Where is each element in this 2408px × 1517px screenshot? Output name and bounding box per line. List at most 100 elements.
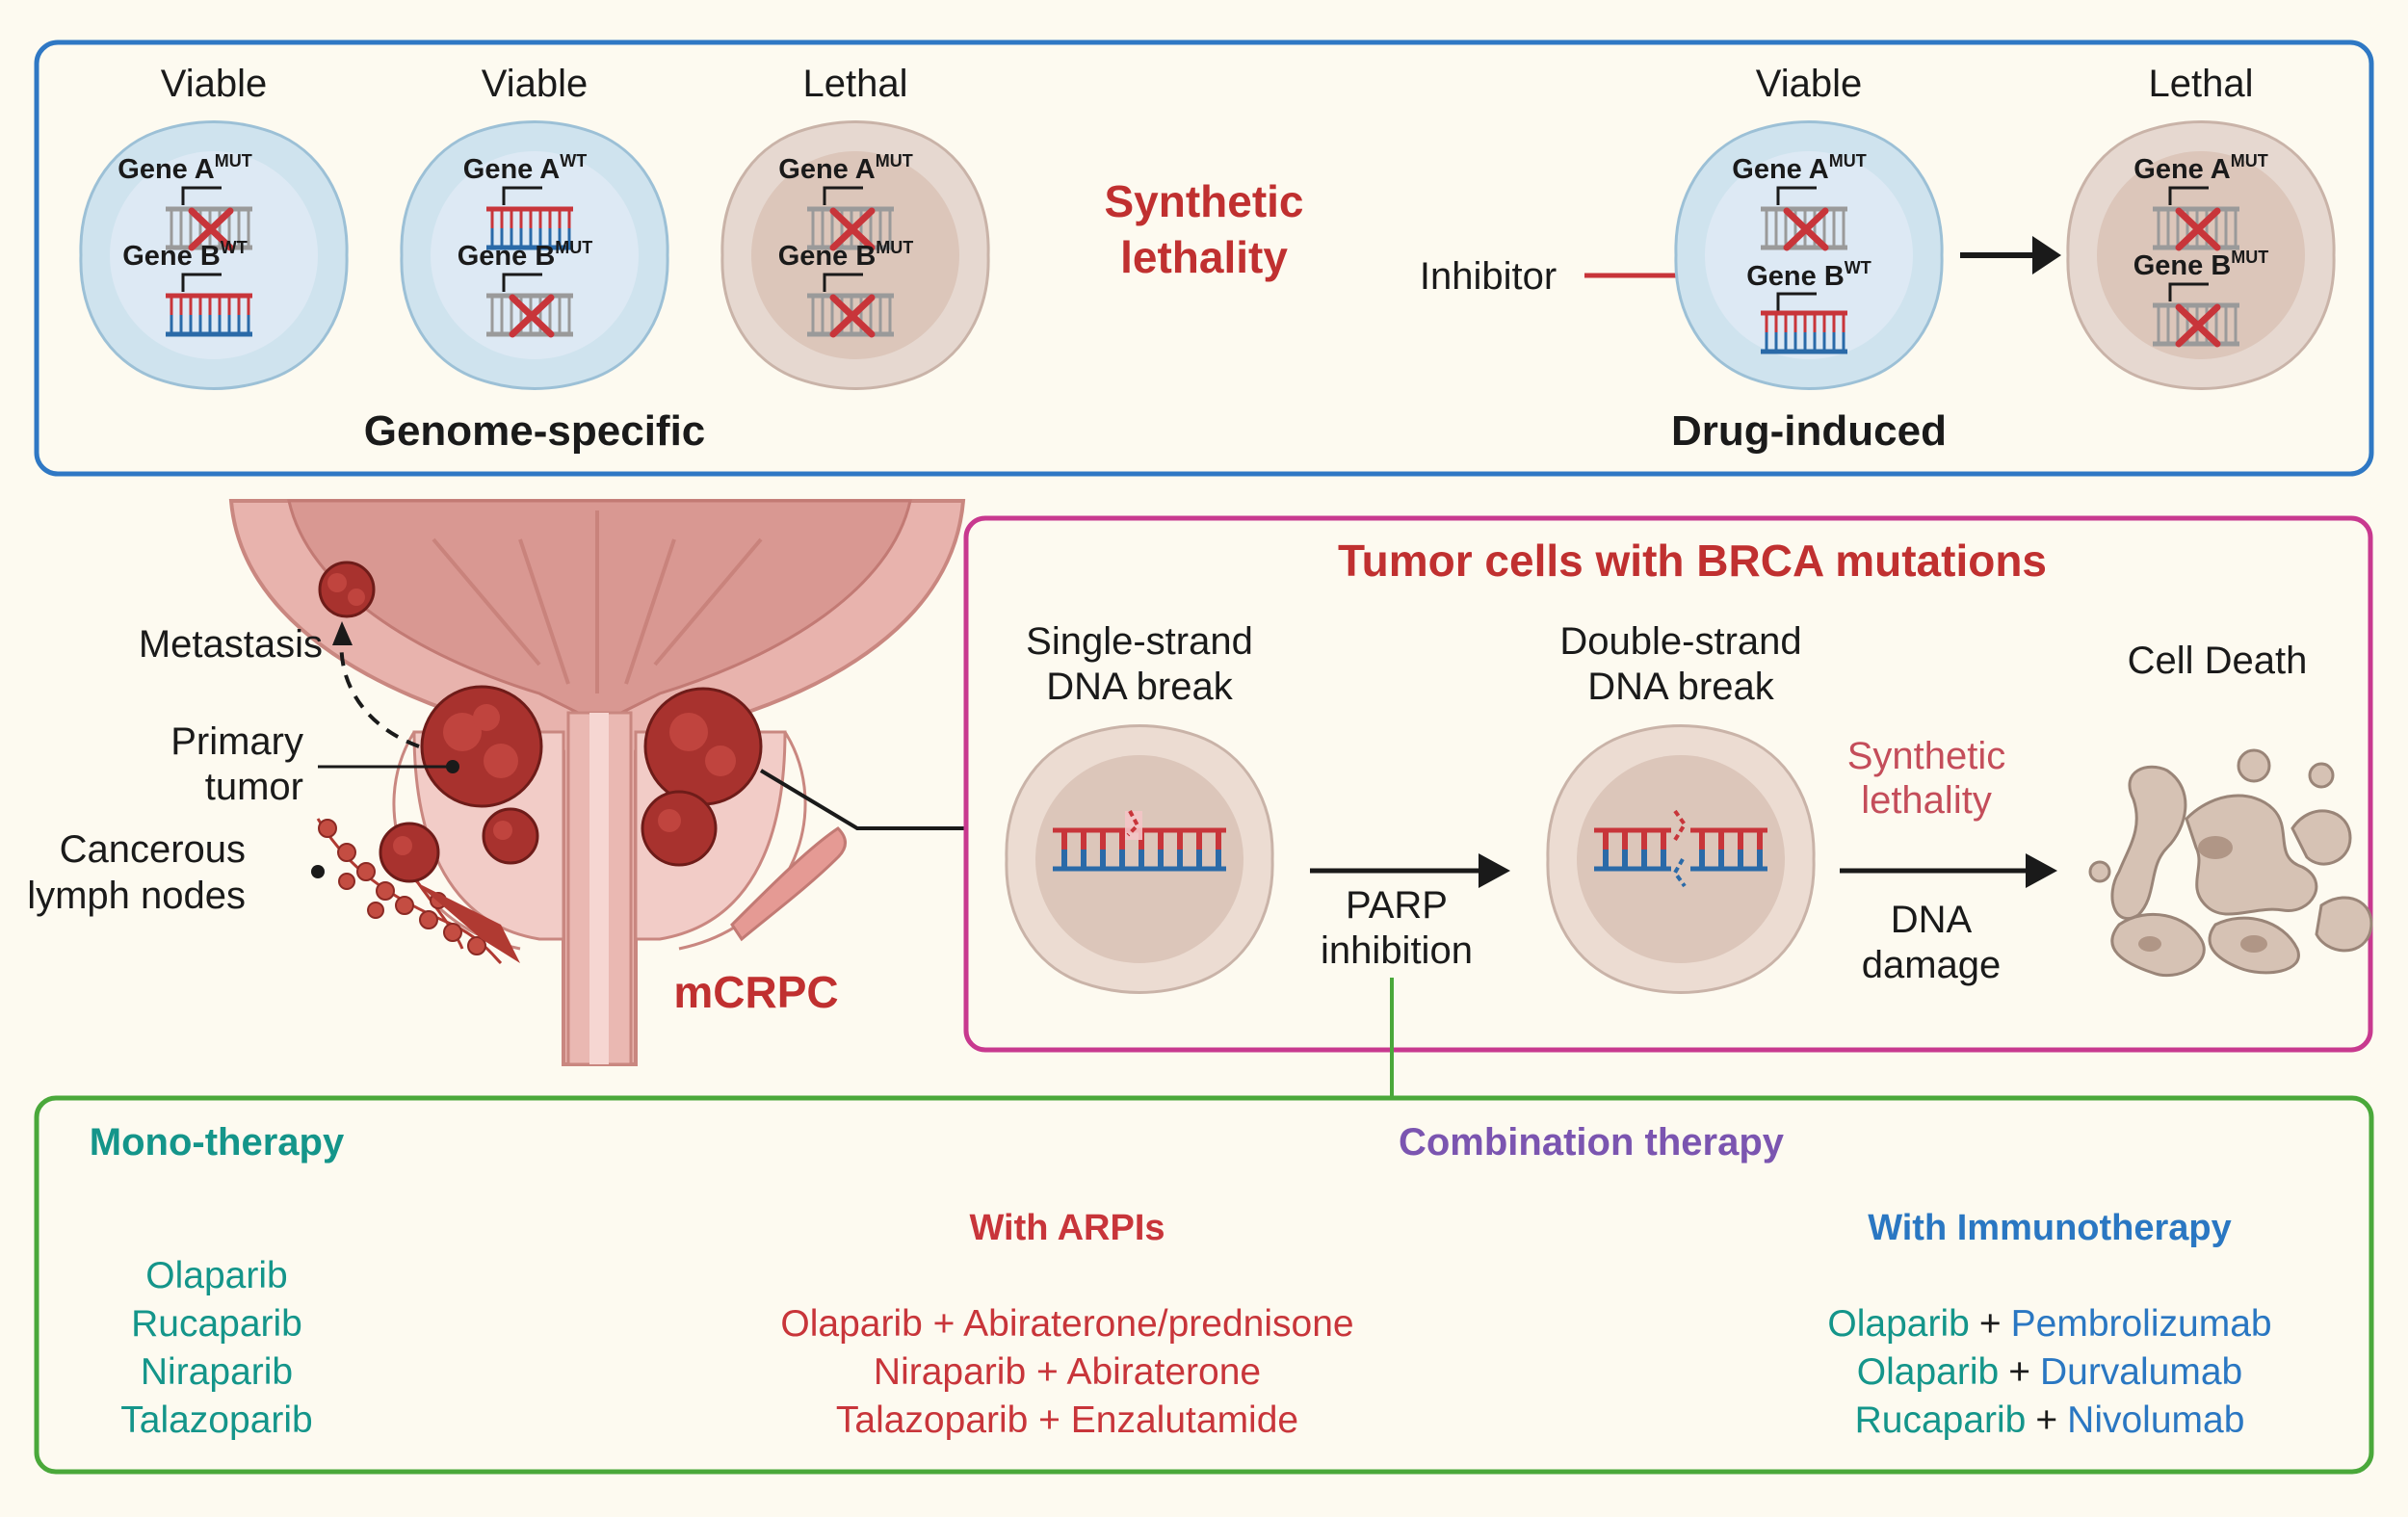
dna-damage-label-1: DNA [1891,899,1973,941]
dna-damage-arrowhead [2026,853,2057,888]
arpi-title: With ARPIs [969,1208,1165,1248]
mono-drug-1: Olaparib [145,1255,287,1296]
mono-drug-3: Niraparib [141,1351,293,1393]
drug-arrowhead [2032,236,2061,275]
immuno-item-3: Rucaparib+Nivolumab [1855,1399,2245,1441]
combination-therapy-title: Combination therapy [1399,1121,1785,1164]
immuno-item-1-partner: Pembrolizumab [2011,1303,2272,1345]
svg-text:Gene BWT: Gene BWT [1746,258,1871,292]
cell-5-gene-a: Gene A [2133,154,2231,185]
genome-specific-caption: Genome-specific [364,407,706,455]
double-strand-label-2: DNA break [1587,666,1774,708]
cell-2: Gene AWT Gene BMUT [400,120,669,390]
tumor-right-lower [641,790,718,867]
cell-2-gene-a: Gene A [463,154,561,185]
svg-text:Gene AMUT: Gene AMUT [118,151,251,185]
cell-death-label: Cell Death [2128,640,2308,682]
brca-panel-frame [963,515,2373,1053]
cell-2-gene-b-sup: MUT [555,238,592,257]
double-strand-label-1: Double-strand [1559,620,1801,663]
immunotherapy-title: With Immunotherapy [1868,1208,2232,1248]
tumor-node [379,822,440,883]
cell-1: Gene AMUT Gene BWT [79,120,349,390]
brca-synth-label-2: lethality [1861,779,1992,822]
svg-text:Gene AMUT: Gene AMUT [2133,151,2267,185]
lymph-nodes-label-2: lymph nodes [27,875,246,917]
immuno-item-1: Olaparib+Pembrolizumab [1827,1303,2271,1345]
cell-4-gene-b-sup: WT [1845,258,1871,277]
cell-3-status: Lethal [803,63,908,105]
svg-text:Gene BMUT: Gene BMUT [2133,248,2269,281]
metastasis-arrowhead [332,621,353,645]
cell-4: Gene AMUT Gene BWT [1674,120,1944,390]
cell-2-status: Viable [482,63,588,105]
therapy-panel-frame [34,1095,2374,1475]
cell-5-status: Lethal [2149,63,2254,105]
primary-tumor-dot [446,760,459,773]
immuno-item-2: Olaparib+Durvalumab [1857,1351,2242,1393]
single-strand-label-1: Single-strand [1026,620,1253,663]
cell-5: Gene AMUT Gene BMUT [2066,120,2336,390]
arpi-item-1: Olaparib + Abiraterone/prednisone [780,1303,1353,1345]
mono-therapy-title: Mono-therapy [90,1121,345,1164]
single-strand-cell [1005,724,1274,994]
parp-label-1: PARP [1346,884,1448,927]
cell-1-gene-b-sup: WT [221,238,248,257]
tumor-small [482,807,539,865]
svg-text:Gene AMUT: Gene AMUT [778,151,912,185]
cell-2-gene-b: Gene B [458,241,556,272]
drug-induced-caption: Drug-induced [1671,407,1947,455]
top-panel-frame [34,39,2374,477]
dead-cell-organelles [2138,836,2267,953]
metastasis-label: Metastasis [139,623,323,666]
immuno-item-2-plus: + [2008,1351,2030,1393]
cell-3-gene-b: Gene B [778,241,877,272]
cell-5-gene-a-sup: MUT [2231,151,2268,170]
cell-3: Gene AMUT Gene BMUT [720,120,990,390]
primary-tumor-label-2: tumor [205,766,303,808]
synthetic-lethality-title-1: Synthetic [1104,176,1303,226]
mcrpc-label: mCRPC [673,967,838,1017]
immuno-item-1-plus: + [1979,1303,2002,1345]
cell-4-gene-b: Gene B [1746,261,1845,292]
svg-text:Gene BMUT: Gene BMUT [458,238,593,272]
cell-5-gene-b: Gene B [2133,250,2232,281]
cell-1-gene-a-sup: MUT [215,151,252,170]
lymph-node-dot [311,865,325,878]
svg-text:Gene BWT: Gene BWT [122,238,248,272]
cell-1-gene-b: Gene B [122,241,221,272]
immuno-item-2-partner: Durvalumab [2040,1351,2242,1393]
cell-4-gene-a: Gene A [1732,154,1829,185]
arpi-item-3: Talazoparib + Enzalutamide [836,1399,1298,1441]
double-strand-cell [1546,724,1816,994]
mono-drug-2: Rucaparib [131,1303,302,1345]
lymph-nodes-label-1: Cancerous [60,828,246,871]
cell-2-gene-a-sup: WT [560,151,587,170]
parp-arrowhead [1479,853,1510,888]
immuno-item-3-parp: Rucaparib [1855,1399,2027,1441]
cell-5-gene-b-sup: MUT [2231,248,2268,267]
immuno-item-2-parp: Olaparib [1857,1351,1999,1393]
immuno-item-3-plus: + [2035,1399,2057,1441]
cell-1-gene-a: Gene A [118,154,215,185]
immuno-item-3-partner: Nivolumab [2067,1399,2244,1441]
metastasis-arrow [339,635,420,748]
cell-3-gene-a-sup: MUT [876,151,913,170]
primary-tumor-label-1: Primary [170,720,303,763]
brca-synth-label-1: Synthetic [1847,735,2006,777]
svg-text:Gene AWT: Gene AWT [463,151,587,185]
dead-cell-fragments [2088,748,2373,978]
cell-4-status: Viable [1756,63,1862,105]
dna-damage-label-2: damage [1862,944,2002,986]
brca-panel-title: Tumor cells with BRCA mutations [1338,536,2047,586]
cell-3-gene-a: Gene A [778,154,876,185]
tumor-primary [420,685,543,808]
mono-drug-4: Talazoparib [120,1399,312,1441]
tumor-connector [759,769,966,830]
svg-text:Gene BMUT: Gene BMUT [778,238,914,272]
cell-3-gene-b-sup: MUT [876,238,913,257]
cell-1-status: Viable [161,63,267,105]
svg-text:Gene AMUT: Gene AMUT [1732,151,1866,185]
parp-label-2: inhibition [1321,929,1473,972]
arpi-item-2: Niraparib + Abiraterone [874,1351,1261,1393]
